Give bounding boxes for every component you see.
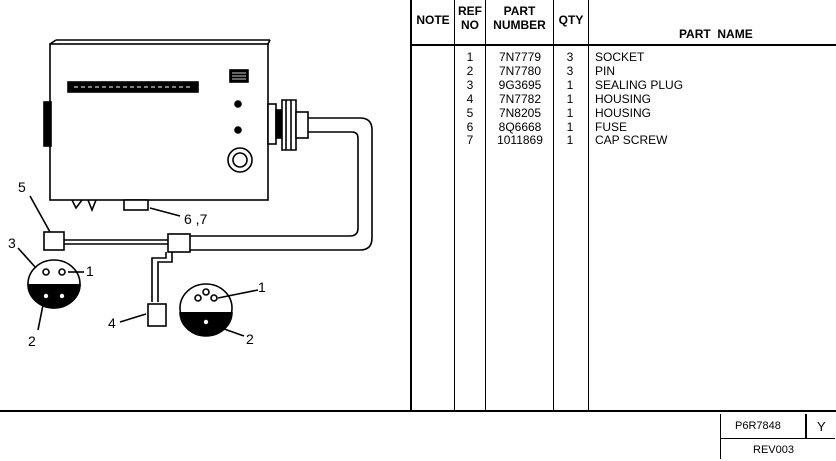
row-ref: 7 — [466, 133, 474, 147]
row-ref: 5 — [466, 106, 474, 120]
rev-code: Y — [817, 419, 826, 434]
header-underline — [410, 44, 836, 46]
fuse-holder — [123, 199, 149, 211]
header-qty: QTY — [558, 13, 584, 27]
col-divider — [588, 0, 589, 412]
doc-id: P6R7848 — [735, 420, 781, 432]
row-ref: 2 — [466, 64, 474, 78]
plug-housing-5 — [43, 231, 65, 251]
row-part-name: PIN — [595, 64, 616, 78]
row-ref: 6 — [466, 120, 474, 134]
callout-4: 4 — [108, 315, 116, 331]
callout-6-7: 6 ,7 — [184, 211, 208, 227]
row-part-name: HOUSING — [595, 106, 652, 120]
callout-2: 2 — [246, 331, 254, 347]
parts-diagram: 5 3 1 2 4 1 2 6 ,7 — [8, 39, 373, 349]
header-part-number: PART NUMBER — [493, 4, 546, 32]
header-note: NOTE — [416, 13, 450, 27]
box-connector — [267, 103, 277, 145]
switch-knob — [227, 147, 253, 173]
row-part-number: 7N7782 — [498, 92, 542, 106]
row-ref: 1 — [466, 50, 474, 64]
indicator-light — [234, 100, 242, 108]
row-part-number: 7N8205 — [498, 106, 542, 120]
row-part-name: FUSE — [595, 120, 628, 134]
col-divider — [553, 0, 554, 412]
row-ref: 3 — [466, 78, 474, 92]
row-qty: 1 — [566, 78, 574, 92]
row-part-number: 1011869 — [497, 133, 543, 147]
col-divider — [485, 0, 486, 412]
side-tab — [43, 101, 52, 147]
row-qty: 1 — [566, 133, 574, 147]
row-part-number: 7N7780 — [498, 64, 542, 78]
control-box — [49, 43, 269, 201]
page-bottom-rule — [0, 410, 836, 412]
table-left-border — [410, 0, 412, 412]
row-part-name: CAP SCREW — [595, 133, 668, 147]
callout-3: 3 — [8, 235, 16, 251]
row-part-name: HOUSING — [595, 92, 652, 106]
callout-1: 1 — [86, 263, 94, 279]
doc-id-box: P6R7848 Y REV003 — [720, 414, 835, 459]
row-part-name: SOCKET — [595, 50, 645, 64]
row-part-name: SEALING PLUG — [595, 78, 684, 92]
row-qty: 1 — [566, 106, 574, 120]
header-part-name: PART NAME — [678, 27, 753, 41]
col-divider — [454, 0, 455, 412]
callout-5: 5 — [18, 179, 26, 195]
callout-1: 1 — [258, 279, 266, 295]
row-part-number: 8Q6668 — [498, 120, 542, 134]
row-part-number: 9G3695 — [498, 78, 542, 92]
row-qty: 1 — [566, 120, 574, 134]
header-ref-no: REF NO — [458, 4, 482, 32]
row-qty: 3 — [566, 64, 574, 78]
row-ref: 4 — [466, 92, 474, 106]
callout-2: 2 — [28, 333, 36, 349]
plug-housing-4 — [147, 303, 167, 327]
row-qty: 1 — [566, 92, 574, 106]
main-cable — [190, 117, 373, 251]
indicator-light — [234, 126, 242, 134]
revision: REV003 — [753, 444, 794, 456]
row-qty: 3 — [566, 50, 574, 64]
row-part-number: 7N7779 — [498, 50, 542, 64]
